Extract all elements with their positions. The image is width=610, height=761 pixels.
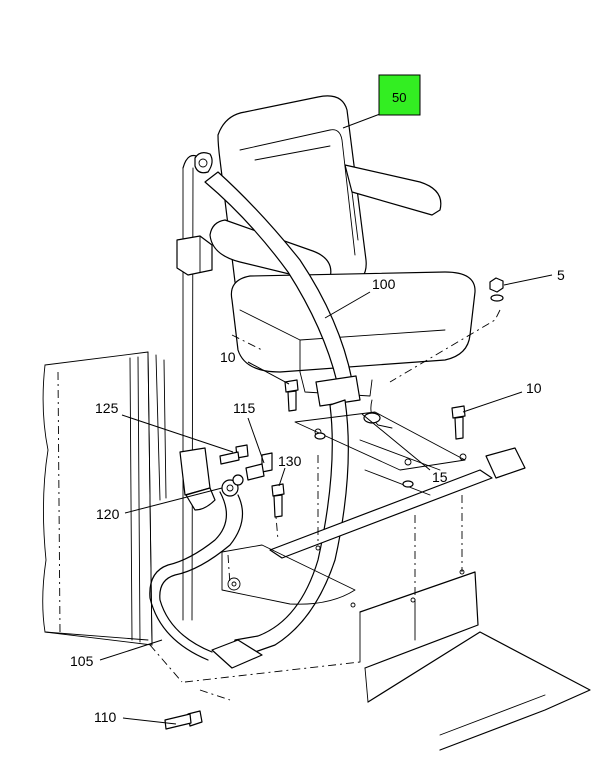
hardware <box>164 277 504 730</box>
callout-125[interactable]: 125 <box>95 400 119 416</box>
spacer-15-part <box>314 432 414 488</box>
shoulder-belt <box>149 171 361 669</box>
callout-105[interactable]: 105 <box>70 653 94 669</box>
callout-15[interactable]: 15 <box>432 469 448 485</box>
callout-115[interactable]: 115 <box>233 400 256 416</box>
cab-wall <box>42 351 167 646</box>
callout-5[interactable]: 5 <box>557 267 565 283</box>
bolt-125-part <box>219 444 249 465</box>
bolt-110-part <box>164 710 203 730</box>
callout-130[interactable]: 130 <box>278 453 302 469</box>
nut-5-part <box>489 277 504 302</box>
callout-110[interactable]: 110 <box>94 709 117 725</box>
bolt-10-right-part <box>451 405 466 440</box>
seat-frame <box>221 399 526 605</box>
callout-100[interactable]: 100 <box>372 276 396 292</box>
callout-50[interactable]: 50 <box>392 90 406 105</box>
leader-lines <box>99 113 553 725</box>
bolt-130-part <box>271 483 285 518</box>
belt-strip <box>176 152 213 621</box>
bolt-10-left-part <box>284 379 299 412</box>
callout-10-left[interactable]: 10 <box>220 349 236 365</box>
callout-50-highlight <box>378 74 421 116</box>
callout-10-right[interactable]: 10 <box>526 380 542 396</box>
callout-120[interactable]: 120 <box>96 506 120 522</box>
nut-115-part <box>232 452 273 486</box>
floor <box>149 309 591 751</box>
bracket-120-part <box>179 447 239 511</box>
